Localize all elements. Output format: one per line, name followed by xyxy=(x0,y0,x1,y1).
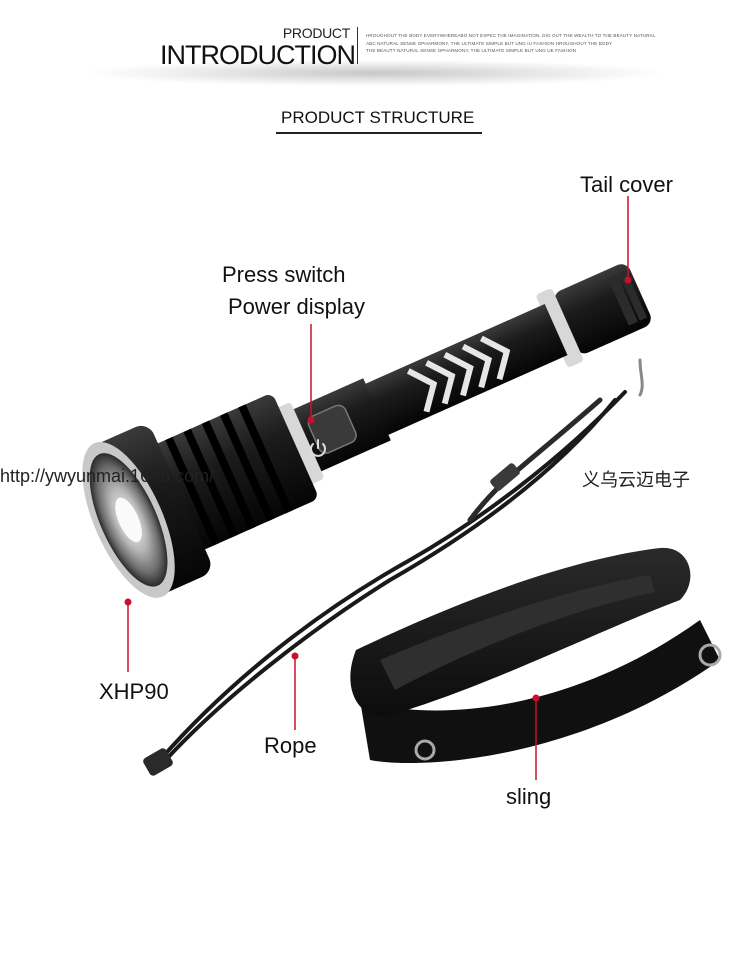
label-sling: sling xyxy=(506,784,552,809)
label-rope: Rope xyxy=(264,733,317,758)
label-tail-cover: Tail cover xyxy=(580,172,673,197)
header-shadow xyxy=(90,60,660,86)
label-press-switch: Press switch xyxy=(222,262,346,287)
section-underline xyxy=(276,132,482,134)
section-title: PRODUCT STRUCTURE xyxy=(281,108,475,127)
header-divider xyxy=(357,27,358,64)
page-header: PRODUCT INTRODUCTION HROUGHOUT THE BODY … xyxy=(0,0,750,100)
header-tagline: HROUGHOUT THE BODY EVERYWHEREABO NOT EXP… xyxy=(366,32,656,55)
callout-lines xyxy=(127,196,629,780)
brand-name-cn: 云迈 xyxy=(408,471,443,490)
header-title: INTRODUCTION xyxy=(160,40,356,70)
flashlight-image xyxy=(82,264,651,598)
tagline-line: ABC NATURAL SENSE OPHARMONY, THE ULTIMAT… xyxy=(366,40,613,46)
product-illustration xyxy=(82,196,722,780)
brand-name: yunmai xyxy=(352,471,409,490)
tagline-line: THE BEAUTY NATURAL SENSE OPHARMONY, THE … xyxy=(366,48,577,53)
label-xhp90: XHP90 xyxy=(99,679,169,704)
callout-dots xyxy=(124,276,632,702)
url-watermark: http://ywyunmai.1688.com/ xyxy=(0,466,215,486)
header-subtitle: PRODUCT xyxy=(282,25,350,41)
rope-image xyxy=(143,358,644,776)
sling-strap-image xyxy=(350,547,722,764)
label-power-display: Power display xyxy=(228,294,365,319)
company-watermark: 义乌云迈电子 xyxy=(582,470,690,490)
power-icon xyxy=(310,439,326,457)
tagline-line: HROUGHOUT THE BODY EVERYWHEREABO NOT EXP… xyxy=(366,33,656,38)
brand-watermark: yunmai云迈 xyxy=(352,466,442,491)
